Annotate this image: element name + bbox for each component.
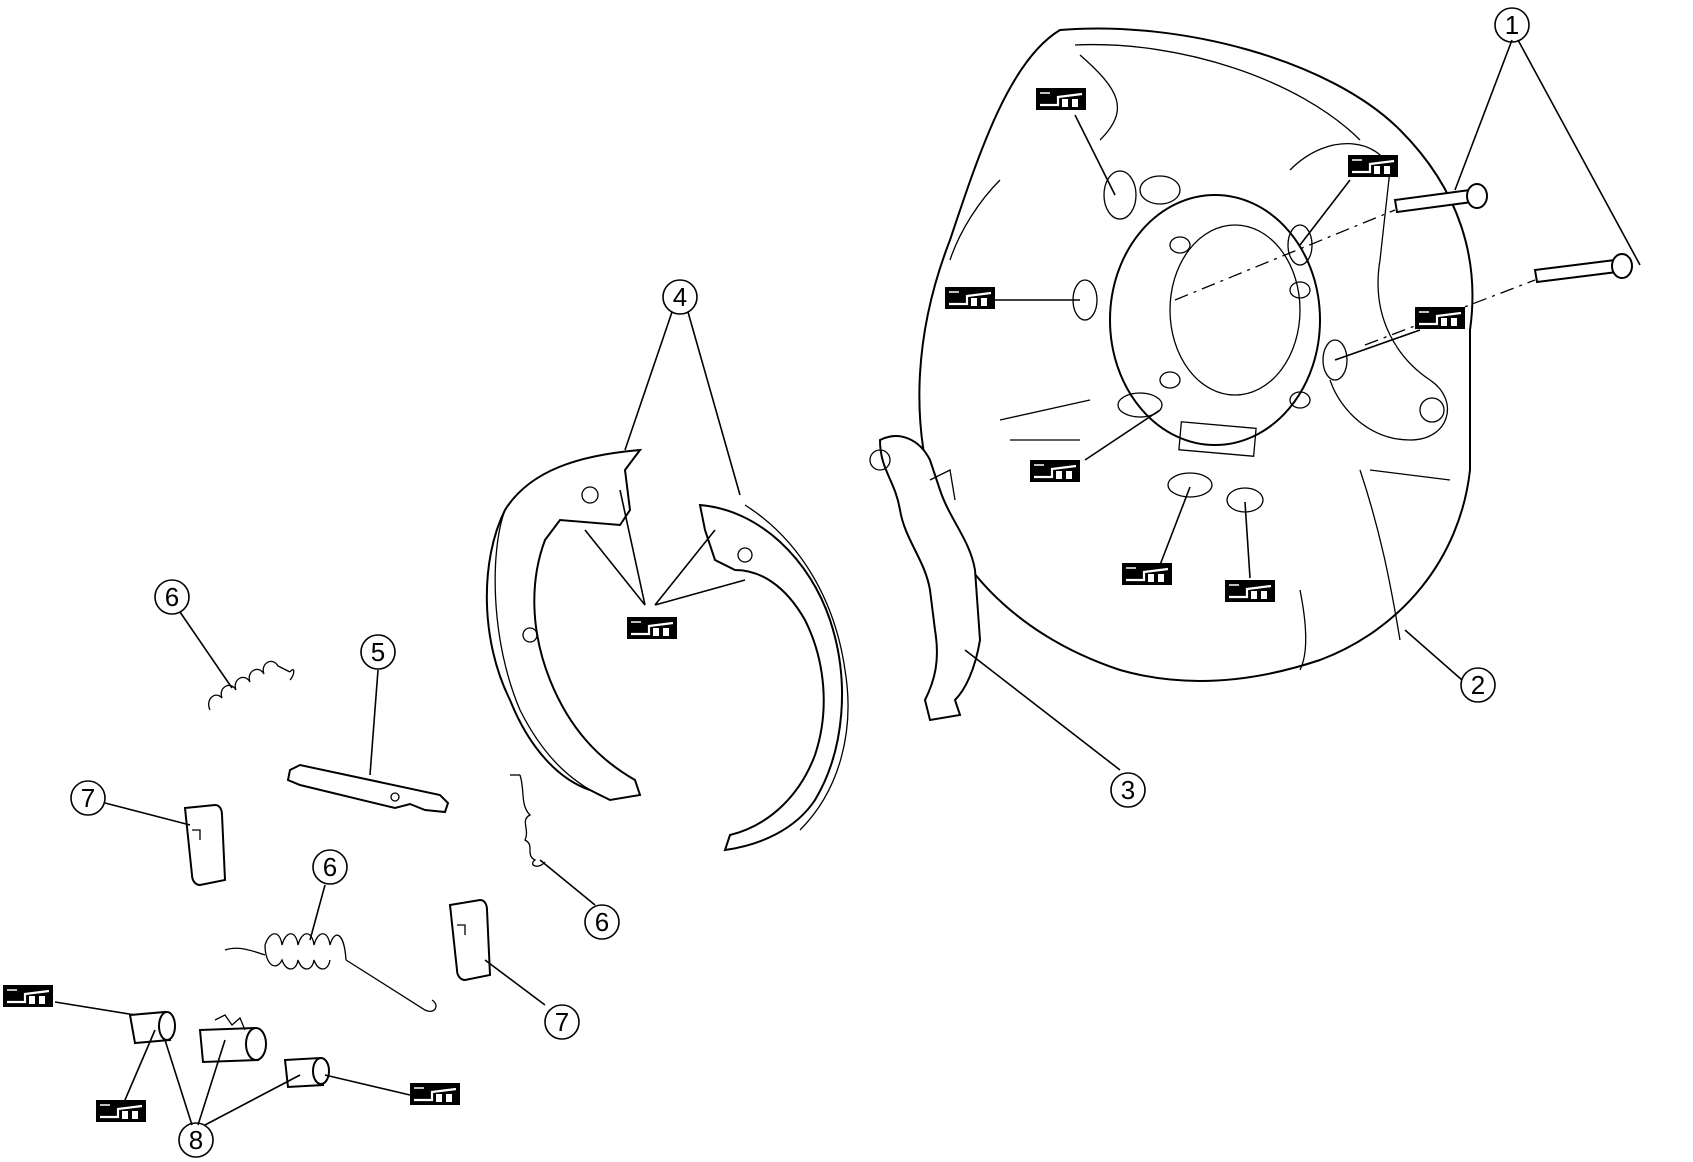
backing-plate (918, 27, 1474, 682)
callout-6-center: 6 (584, 904, 620, 940)
callout-5: 5 (360, 634, 396, 670)
callout-3: 3 (1110, 772, 1146, 808)
callout-number: 4 (673, 282, 687, 312)
grease-symbol-icon (408, 1081, 462, 1107)
callout-7-right: 7 (544, 1004, 580, 1040)
grease-symbol-icon (1, 983, 55, 1009)
brake-shoe-primary (485, 448, 643, 802)
hold-down-clip-left (183, 803, 227, 887)
callout-number: 8 (189, 1125, 203, 1155)
hold-down-clip-right (448, 898, 492, 982)
callout-number: 7 (81, 783, 95, 813)
leader-lines (54, 39, 1641, 1126)
adjuster-lever (286, 763, 450, 814)
callout-7-left: 7 (70, 780, 106, 816)
callout-number: 3 (1121, 775, 1135, 805)
callout-2: 2 (1460, 667, 1496, 703)
grease-symbol-icon (1034, 86, 1088, 112)
grease-symbol-icon (1223, 578, 1277, 604)
spring-upper-left (208, 660, 295, 711)
adjuster-assembly (128, 1010, 330, 1089)
callout-number: 6 (323, 852, 337, 882)
callout-number: 6 (595, 907, 609, 937)
callout-number: 7 (555, 1007, 569, 1037)
callout-number: 5 (371, 637, 385, 667)
grease-symbol-icon (1413, 305, 1467, 331)
grease-symbol-icon (1120, 561, 1174, 587)
callout-number: 6 (165, 582, 179, 612)
grease-symbol-icon (1028, 458, 1082, 484)
callout-number: 2 (1471, 670, 1485, 700)
grease-symbol-icon (943, 285, 997, 311)
callout-8: 8 (178, 1122, 214, 1158)
backing-plate-bolts (1174, 183, 1633, 346)
callout-6-upper: 6 (154, 579, 190, 615)
callout-4: 4 (662, 279, 698, 315)
grease-symbol-icon (94, 1098, 148, 1124)
callout-6-lower: 6 (312, 849, 348, 885)
brake-shoe-secondary (698, 503, 849, 852)
grease-symbol-icon (1346, 153, 1400, 179)
spring-lower (224, 933, 437, 1012)
callout-1: 1 (1494, 7, 1530, 43)
parking-brake-lever (869, 435, 982, 722)
grease-symbol-icon (625, 615, 679, 641)
spring-center (510, 774, 546, 867)
callout-number: 1 (1505, 10, 1519, 40)
